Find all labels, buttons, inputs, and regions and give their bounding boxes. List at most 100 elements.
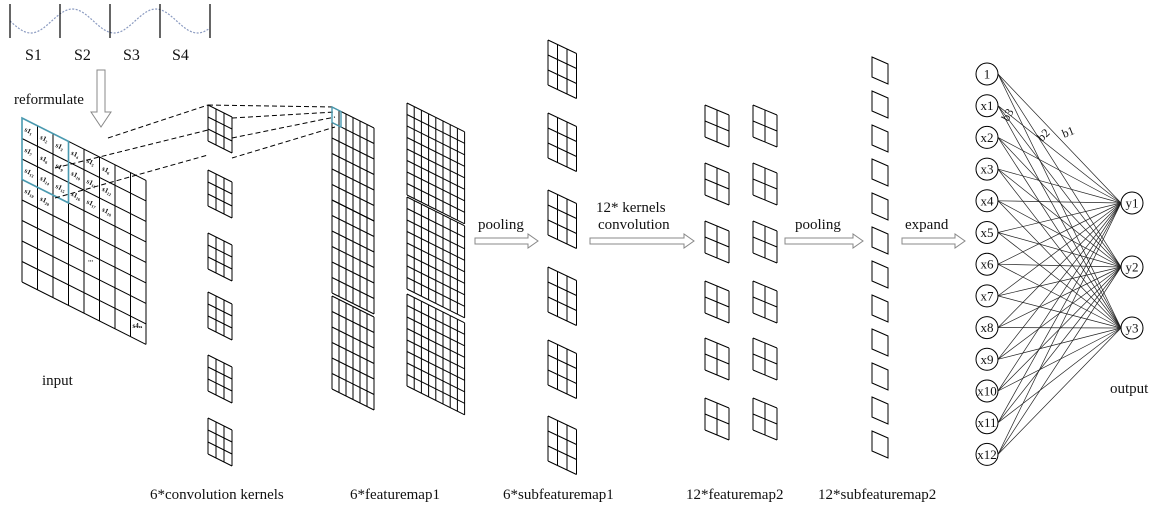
subfeaturemap2-cell-3 [871,124,889,153]
featuremap1-highlight [331,105,342,129]
input-cell-label: s1₁₆ [70,190,83,202]
kernel-2 [207,169,233,219]
input-cell-label: s1₁₉ [23,187,36,199]
featuremap2-right-3 [752,220,778,264]
expand-arrow [901,233,966,249]
subfeaturemap1-3 [547,189,577,249]
input-node-x4 [975,189,999,213]
featuremap2-left-6 [704,397,730,441]
subfeaturemap2-cell-4 [871,158,889,187]
subfeaturemap1-stack [547,39,577,475]
input-cell-label: s1₁₈ [101,206,114,218]
output-node-y1 [1120,191,1144,215]
subfeaturemap1-4 [547,266,577,326]
input-node-label: x7 [981,288,995,303]
output-node-y3 [1120,316,1144,340]
input-ellipsis: ... [88,256,94,264]
input-node-1 [975,62,999,86]
kernel-4 [207,291,233,341]
input-node-label: x2 [981,130,994,145]
featuremap2-right-2 [752,162,778,206]
subfeaturemap1-2 [547,112,577,172]
input-cell-label: s1₁₃ [23,167,36,179]
input-node-x5 [975,221,999,244]
input-cell-label: s1₁₂ [101,185,114,197]
input-node-x1 [975,94,999,118]
input-cell-label: s1₁₀ [70,170,83,182]
receptive-field-highlight [21,116,70,205]
output-node-label: y1 [1126,196,1139,211]
input-node-label: x4 [981,193,995,208]
input-node-x6 [975,252,999,276]
featuremap1-stack [331,102,466,416]
input-last-cell: s4ₙ [133,322,143,330]
subfeaturemap2-cell-9 [871,328,889,357]
convolution-kernels [207,104,233,467]
subfeaturemap1-6 [547,415,577,475]
featuremap2-label: 12*featuremap2 [686,487,783,503]
input-cell-label: s1₁₁ [85,177,98,189]
featuremap1-back-3 [406,293,466,416]
subfeaturemap2-cell-5 [871,192,889,221]
subfeaturemap2-cell-10 [871,362,889,391]
input-label: input [42,373,74,389]
input-cell-label: s1₂ [39,133,50,144]
featuremap2-right-1 [752,104,778,148]
reformulate-label: reformulate [14,92,84,108]
input-node-label: 1 [984,67,991,82]
input-matrix: s1₁s1₂s1₃s1₄s1₅s1₆s1₇s1₈s1₉s1₁₀s1₁₁s1₁₂s… [21,116,147,345]
featuremap2-left-2 [704,162,730,206]
featuremap1-back-2 [406,196,466,319]
input-node-x11 [975,411,999,435]
output-node-y2 [1120,255,1144,279]
weight-label-b1: b1 [1060,123,1076,140]
segment-label-s2: S2 [74,47,91,64]
input-node-label: x5 [981,225,994,240]
segment-label-s4: S4 [172,47,189,64]
input-cell-label: s1₁ [23,126,34,137]
input-node-label: x8 [981,320,994,335]
featuremap2-stack [704,104,778,441]
featuremap2-right-6 [752,397,778,441]
conv2-label-line2: convolution [598,217,670,233]
input-node-label: x9 [981,352,994,367]
input-cell-label: s1₁₅ [54,182,67,194]
input-cell-label: s1₇ [23,146,34,157]
input-node-x9 [975,347,999,371]
input-cell-label: s1₄ [70,149,82,160]
featuremap2-right-4 [752,280,778,324]
input-node-x2 [975,125,999,149]
expand-label: expand [905,217,949,233]
featuremap1-block-1 [331,106,375,222]
featuremap1-block-2 [331,199,375,315]
kernels-label: 6*convolution kernels [150,487,284,503]
featuremap2-left-4 [704,280,730,324]
input-node-label: x1 [981,98,994,113]
pooling2-label: pooling [795,217,841,233]
input-cell-label: s1₁₇ [85,198,98,210]
pooling2-arrow [784,233,864,249]
featuremap2-left-1 [704,104,730,148]
reformulate-arrow [90,69,112,128]
featuremap2-right-5 [752,337,778,381]
pooling1-label: pooling [478,217,524,233]
input-cell-label: s1₅ [85,157,96,168]
subfeaturemap2-cell-8 [871,294,889,323]
output-label: output [1110,381,1149,397]
input-node-x8 [975,316,999,340]
input-cell-label: s1₃ [54,141,65,152]
input-cell-label: s1₁₄ [39,174,53,186]
subfeaturemap2-cell-7 [871,260,889,289]
segment-label-s3: S3 [123,47,140,64]
input-node-x3 [975,157,999,181]
kernel-6 [207,417,233,467]
conv2-label-line1: 12* kernels [596,200,666,216]
pooling1-arrow [474,233,539,249]
subfeaturemap1-1 [547,39,577,99]
subfeaturemap2-stack [871,56,889,459]
input-node-x10 [975,379,999,403]
featuremap2-left-5 [704,337,730,381]
signal-waveform [9,8,211,34]
signal-strip: S1 S2 S3 S4 [9,4,211,64]
